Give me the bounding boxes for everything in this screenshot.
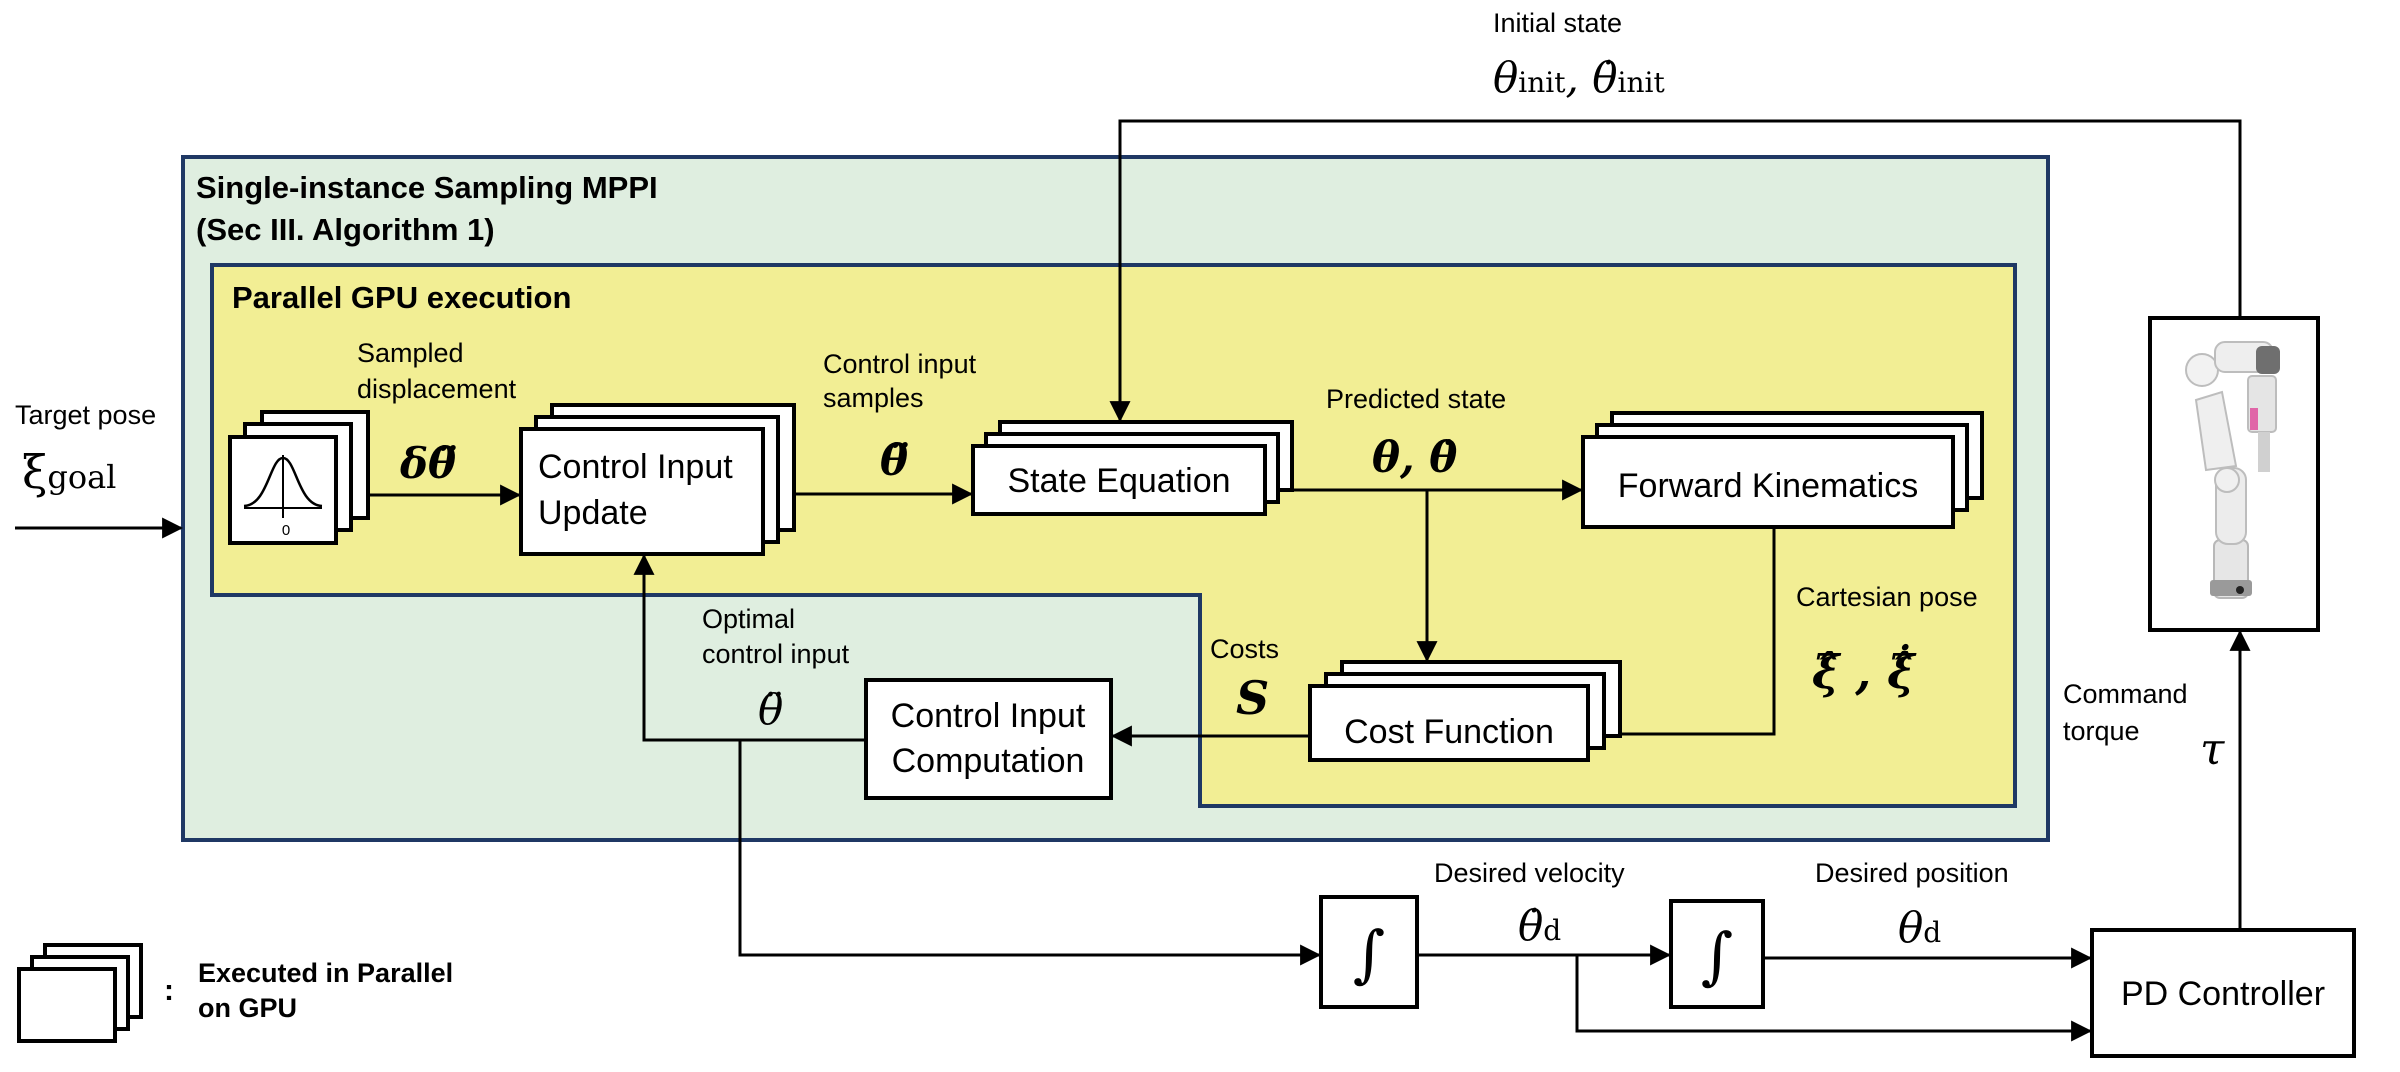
cartesian-pose-label: Cartesian pose (1796, 582, 1978, 612)
control-input-computation-label-1: Control Input (891, 697, 1086, 735)
state-equation-block: State Equation (971, 420, 1294, 516)
pd-controller-label: PD Controller (2121, 975, 2325, 1013)
gaussian-zero: 0 (282, 522, 290, 539)
integrator-position: ∫ (1669, 899, 1765, 1009)
gaussian-sampler: 0 (228, 410, 370, 545)
optimal-label-2: control input (702, 639, 850, 669)
mppi-subtitle: (Sec III. Algorithm 1) (196, 212, 495, 247)
command-torque-label-1: Command (2063, 679, 2188, 709)
optimal-symbol: θ̈ (758, 685, 783, 734)
sampled-label-1: Sampled (357, 338, 464, 368)
torque-symbol: τ (2200, 724, 2225, 775)
control-input-update-label-1: Control Input (538, 448, 733, 486)
target-pose-label: Target pose (15, 400, 156, 430)
arrow-optimal-feedback (633, 553, 866, 742)
forward-kinematics-label: Forward Kinematics (1618, 467, 1918, 505)
control-input-computation-label-2: Computation (892, 742, 1085, 780)
sampled-label-2: displacement (357, 374, 517, 404)
integral-icon: ∫ (1701, 919, 1733, 992)
gpu-title: Parallel GPU execution (232, 280, 571, 315)
desired-position-label: Desired position (1815, 858, 2009, 888)
arrow-cartesian-pose (1620, 527, 1776, 736)
control-samples-label-2: samples (823, 383, 924, 413)
command-torque-label-2: torque (2063, 716, 2140, 746)
desired-velocity-symbol: θ̇d (1518, 901, 1561, 950)
initial-state-symbol: θinit, θ̇init (1493, 53, 1665, 102)
control-input-update-label-2: Update (538, 494, 648, 532)
control-samples-symbol: θ̈ (880, 436, 908, 485)
pd-controller-block: PD Controller (2090, 928, 2356, 1058)
arrow-velocity-to-pd (1575, 955, 2093, 1042)
predicted-state-symbol: θ, θ̇ (1372, 433, 1457, 482)
arrow-initial-state (1109, 119, 2242, 423)
control-samples-label-1: Control input (823, 349, 977, 379)
target-pose-symbol: ξgoal (22, 445, 116, 499)
forward-kinematics-block: Forward Kinematics (1581, 411, 1984, 529)
robot-arm-icon (2185, 341, 2280, 599)
legend: : Executed in Parallel on GPU (17, 943, 453, 1043)
legend-colon: : (164, 974, 174, 1007)
control-input-computation-block: Control Input Computation (864, 678, 1113, 800)
cartesian-pose-symbol: ξ̂ , ξ̂̇ (1812, 643, 1917, 699)
control-input-update-block: Control Input Update (519, 403, 796, 556)
robot-arm-image (2148, 316, 2320, 632)
cost-function-block: Cost Function (1308, 660, 1622, 762)
costs-label: Costs (1210, 634, 1279, 664)
initial-state-label: Initial state (1493, 8, 1622, 38)
desired-velocity-label: Desired velocity (1434, 858, 1625, 888)
predicted-state-label: Predicted state (1326, 384, 1506, 414)
legend-label-1: Executed in Parallel (198, 958, 453, 988)
desired-position-symbol: θd (1898, 903, 1941, 952)
gaussian-curve-icon (243, 456, 323, 508)
optimal-label-1: Optimal (702, 604, 795, 634)
sampled-symbol: δθ̈ (399, 439, 456, 488)
integrator-velocity: ∫ (1319, 895, 1419, 1009)
arrow-optimal-to-integrator (738, 740, 1322, 966)
state-equation-label: State Equation (1007, 462, 1230, 500)
mppi-title: Single-instance Sampling MPPI (196, 170, 658, 205)
cost-function-label: Cost Function (1344, 713, 1554, 751)
costs-symbol: S (1236, 671, 1269, 725)
legend-label-2: on GPU (198, 993, 297, 1023)
integral-icon: ∫ (1353, 917, 1385, 990)
